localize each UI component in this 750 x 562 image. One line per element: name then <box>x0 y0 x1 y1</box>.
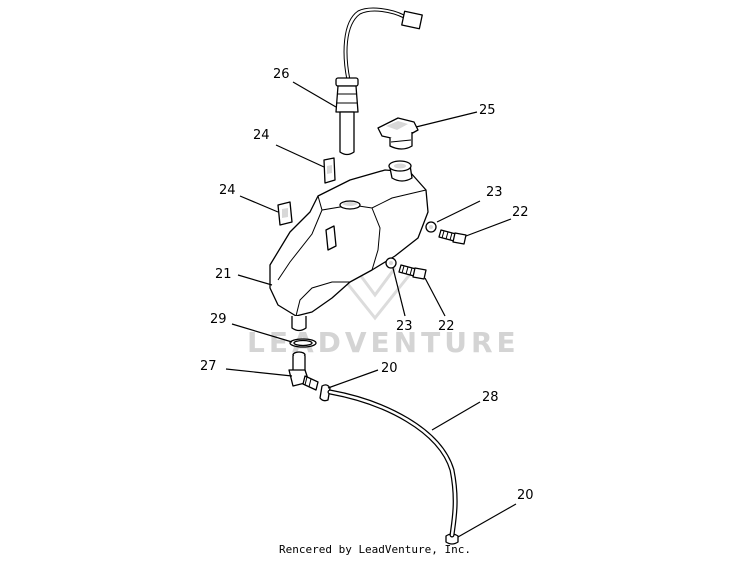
part-22-bolt-upper <box>438 229 467 245</box>
callout-25: 25 <box>479 103 496 118</box>
leader-23-lower <box>392 267 406 317</box>
callout-28: 28 <box>482 390 499 405</box>
part-25-fuel-cap <box>377 117 419 150</box>
leader-29 <box>231 323 293 343</box>
leader-25 <box>415 111 478 128</box>
callout-24-lower: 24 <box>219 183 236 198</box>
callout-26: 26 <box>273 67 290 82</box>
part-24-clip-upper <box>323 157 336 184</box>
leader-28 <box>431 401 481 431</box>
callout-20-lower: 20 <box>517 488 534 503</box>
part-21-fuel-tank <box>269 160 429 332</box>
callout-24-upper: 24 <box>253 128 270 143</box>
part-29-hose-clamp <box>289 338 317 348</box>
callout-23-lower: 23 <box>396 319 413 334</box>
watermark-text: LEADVENTURE <box>247 326 520 359</box>
callout-labels: 26 25 24 24 23 22 21 23 22 29 27 20 28 2… <box>200 67 534 503</box>
leader-20-lower <box>457 503 517 538</box>
callout-20-upper: 20 <box>381 361 398 376</box>
part-28-fuel-line <box>327 389 458 538</box>
leader-22-lower <box>424 277 446 317</box>
part-26-fuel-sender <box>335 7 423 156</box>
part-22-bolt-lower <box>398 264 427 280</box>
leader-27 <box>225 368 293 377</box>
leader-23-upper <box>436 200 481 223</box>
part-23-washer-upper <box>425 221 437 233</box>
part-24-clip-lower <box>277 201 293 226</box>
watermark-logo-mark <box>333 267 417 321</box>
part-27-fuel-valve <box>288 351 319 391</box>
leader-22-upper <box>465 218 512 237</box>
callout-27: 27 <box>200 359 217 374</box>
part-20-clamp-upper <box>319 384 331 402</box>
callout-22-lower: 22 <box>438 319 455 334</box>
callout-23-upper: 23 <box>486 185 503 200</box>
leader-20-upper <box>327 369 379 389</box>
leader-24-upper <box>275 144 325 168</box>
leader-26 <box>292 81 337 108</box>
callout-29: 29 <box>210 312 227 327</box>
leader-21 <box>237 274 273 286</box>
leader-lines <box>225 81 517 538</box>
render-credit: Rencered by LeadVenture, Inc. <box>279 543 471 556</box>
part-23-washer-lower <box>385 257 397 269</box>
callout-21: 21 <box>215 267 232 282</box>
leader-24-lower <box>239 195 279 213</box>
callout-22-upper: 22 <box>512 205 529 220</box>
